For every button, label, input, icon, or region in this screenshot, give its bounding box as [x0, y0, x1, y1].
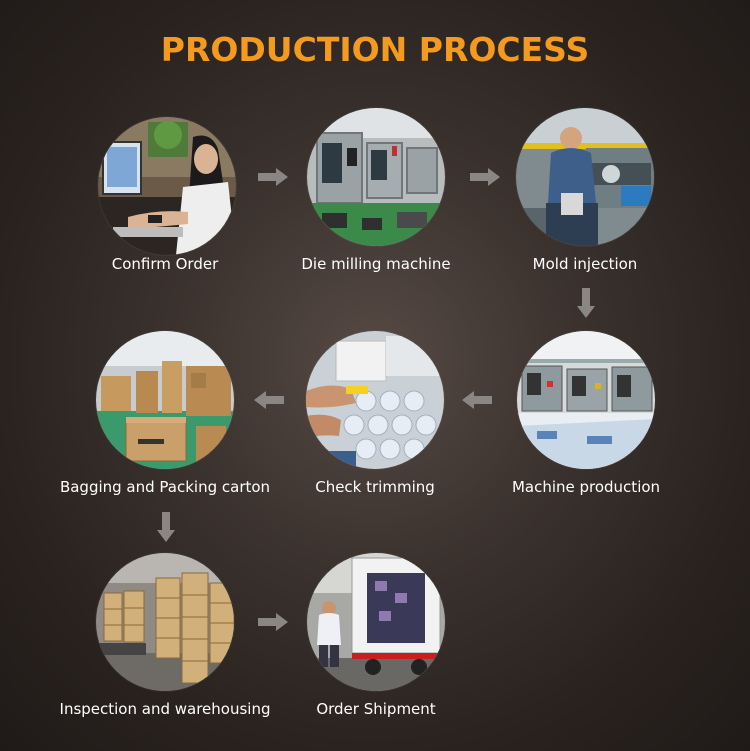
cnc-machine-photo-icon: [307, 108, 445, 246]
step-label-mold-injection: Mold injection: [532, 255, 638, 273]
step-label-machine-production: Machine production: [511, 478, 661, 496]
step-label-check-trimming: Check trimming: [315, 478, 435, 496]
step-label-inspection-warehousing: Inspection and warehousing: [59, 700, 271, 718]
step-image-inspection-warehousing: [96, 553, 234, 691]
step-image-mold-injection: [516, 108, 654, 246]
arrow-right-icon: [470, 168, 500, 186]
office-desk-photo-icon: [98, 117, 236, 255]
arrow-left-icon: [254, 391, 284, 409]
arrow-down-icon: [157, 512, 175, 542]
step-label-order-shipment: Order Shipment: [316, 700, 436, 718]
page-title: PRODUCTION PROCESS: [160, 30, 590, 69]
arrow-right-icon: [258, 168, 288, 186]
arrow-right-icon: [258, 613, 288, 631]
production-line-photo-icon: [517, 331, 655, 469]
arrow-left-icon: [462, 391, 492, 409]
step-label-confirm-order: Confirm Order: [111, 255, 219, 273]
step-image-order-shipment: [307, 553, 445, 691]
step-image-check-trimming: [306, 331, 444, 469]
truck-loading-photo-icon: [307, 553, 445, 691]
step-image-machine-production: [517, 331, 655, 469]
step-label-bagging-packing-carton: Bagging and Packing carton: [59, 478, 271, 496]
arrow-down-icon: [577, 288, 595, 318]
warehouse-boxes-photo-icon: [96, 553, 234, 691]
injection-worker-photo-icon: [516, 108, 654, 246]
step-image-bagging-packing-carton: [96, 331, 234, 469]
step-image-confirm-order: [98, 117, 236, 255]
step-label-die-milling-machine: Die milling machine: [301, 255, 451, 273]
step-image-die-milling-machine: [307, 108, 445, 246]
carton-packing-photo-icon: [96, 331, 234, 469]
trimming-hands-photo-icon: [306, 331, 444, 469]
